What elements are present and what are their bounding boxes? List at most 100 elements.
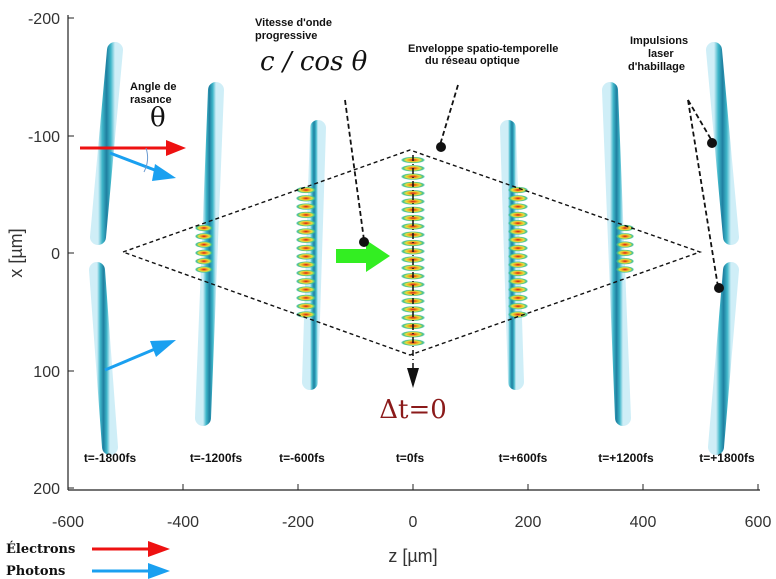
y-tick-labels: -200 -100 0 100 200 [28, 11, 60, 498]
lattice-spot [296, 211, 316, 219]
envelope-label: Enveloppe spatio-temporelle [408, 43, 558, 55]
optical-lattice-spots [195, 156, 634, 346]
lattice-spot [401, 223, 425, 230]
lattice-spot [296, 269, 316, 277]
x-tick-label: -600 [52, 514, 84, 531]
x-axis-label: z [µm] [388, 546, 437, 566]
lattice-spot [296, 311, 316, 318]
x-tick-labels: -600 -400 -200 0 200 400 600 [52, 514, 771, 531]
lattice-spot [401, 214, 425, 222]
lattice-spot [195, 249, 213, 257]
time-label: t=+1800fs [699, 451, 755, 465]
laser-pulse [706, 42, 739, 245]
photon-beam-arrow [109, 151, 176, 181]
delta-t-arrowhead [407, 368, 419, 388]
lattice-spot [401, 281, 425, 288]
lattice-spot [616, 241, 634, 248]
lattice-spot [296, 203, 316, 210]
lattice-spot [508, 244, 528, 252]
lattice-spot [296, 219, 316, 227]
lattice-spot [508, 269, 528, 277]
lattice-spot [195, 241, 213, 248]
lattice-spot [296, 253, 316, 260]
electron-beam-arrow [80, 140, 186, 156]
propagation-arrow [336, 240, 390, 272]
lattice-spot [508, 294, 528, 302]
x-tick-label: -400 [167, 514, 199, 531]
x-tick-label: -200 [282, 514, 314, 531]
velocity-label: Vitesse d'onde [255, 17, 332, 29]
annotation-dots [359, 138, 724, 293]
lattice-spot [508, 261, 528, 269]
lattice-spot [401, 314, 425, 322]
lattice-spot [508, 286, 528, 293]
lattice-spot [296, 278, 316, 285]
time-label: t=-1800fs [84, 451, 137, 465]
lattice-spot [508, 228, 528, 235]
lattice-spot [401, 189, 425, 197]
x-tick-label: 600 [745, 514, 772, 531]
lattice-spot [195, 257, 213, 265]
lattice-spot [616, 257, 634, 265]
lattice-spot [296, 302, 316, 310]
legend: Électrons Photons [6, 541, 170, 579]
lattice-spot [508, 236, 528, 244]
lattice-spot [195, 224, 213, 232]
laser-pulse [90, 42, 123, 245]
legend-electrons-label: Électrons [6, 541, 75, 557]
time-label: t=0fs [396, 451, 425, 465]
laser-pulse [89, 262, 118, 455]
time-label: t=+1200fs [598, 451, 654, 465]
y-tick-label: -100 [28, 129, 60, 146]
lattice-spot [296, 236, 316, 244]
lattice-spot [508, 302, 528, 310]
x-ticks [67, 484, 759, 490]
lattice-spot [508, 211, 528, 219]
x-tick-label: 200 [515, 514, 542, 531]
lattice-spot [195, 266, 213, 273]
lattice-spot [401, 198, 425, 205]
legend-photons-arrowhead [148, 563, 170, 579]
grazing-angle-label: rasance [130, 94, 172, 106]
lattice-spot [616, 266, 634, 273]
lattice-spot [508, 278, 528, 285]
lattice-spot [508, 219, 528, 227]
laser-pulse [708, 262, 739, 455]
x-tick-label: 0 [409, 514, 418, 531]
y-tick-label: 200 [33, 481, 60, 498]
time-label: t=-1200fs [190, 451, 243, 465]
lattice-spot [508, 253, 528, 260]
time-label: t=-600fs [279, 451, 325, 465]
legend-photons-label: Photons [6, 564, 65, 579]
lattice-spot [401, 306, 425, 313]
lattice-spot [616, 224, 634, 232]
photon-beam-arrow [104, 340, 176, 372]
y-tick-label: 100 [33, 364, 60, 381]
y-tick-label: -200 [28, 11, 60, 28]
lattice-spot [296, 195, 316, 202]
delta-t-label: Δt=0 [379, 395, 447, 425]
lattice-spot [296, 186, 316, 194]
lattice-spot [296, 286, 316, 293]
lattice-spot [401, 173, 425, 180]
grazing-angle-label: Angle de [130, 81, 176, 93]
lattice-spot [508, 311, 528, 318]
pulses-label: d'habillage [628, 61, 685, 73]
velocity-label: progressive [255, 30, 317, 42]
pulses-label: laser [648, 48, 674, 60]
laser-pulse [602, 82, 631, 426]
lattice-spot [508, 203, 528, 210]
lattice-spot [508, 186, 528, 194]
y-axis-label: x [µm] [6, 228, 26, 277]
pulses-label: Impulsions [630, 35, 688, 47]
y-tick-label: 0 [51, 246, 60, 263]
annotation-pointers [344, 84, 719, 288]
envelope-diamond [120, 149, 703, 356]
time-label: t=+600fs [499, 451, 548, 465]
velocity-formula: c / cos θ [260, 47, 368, 77]
time-labels: t=-1800fs t=-1200fs t=-600fs t=0fs t=+60… [84, 451, 755, 465]
annotations: Angle de rasance Vitesse d'onde progress… [130, 17, 688, 106]
theta-symbol: θ [150, 103, 166, 133]
lattice-spot [401, 264, 425, 272]
